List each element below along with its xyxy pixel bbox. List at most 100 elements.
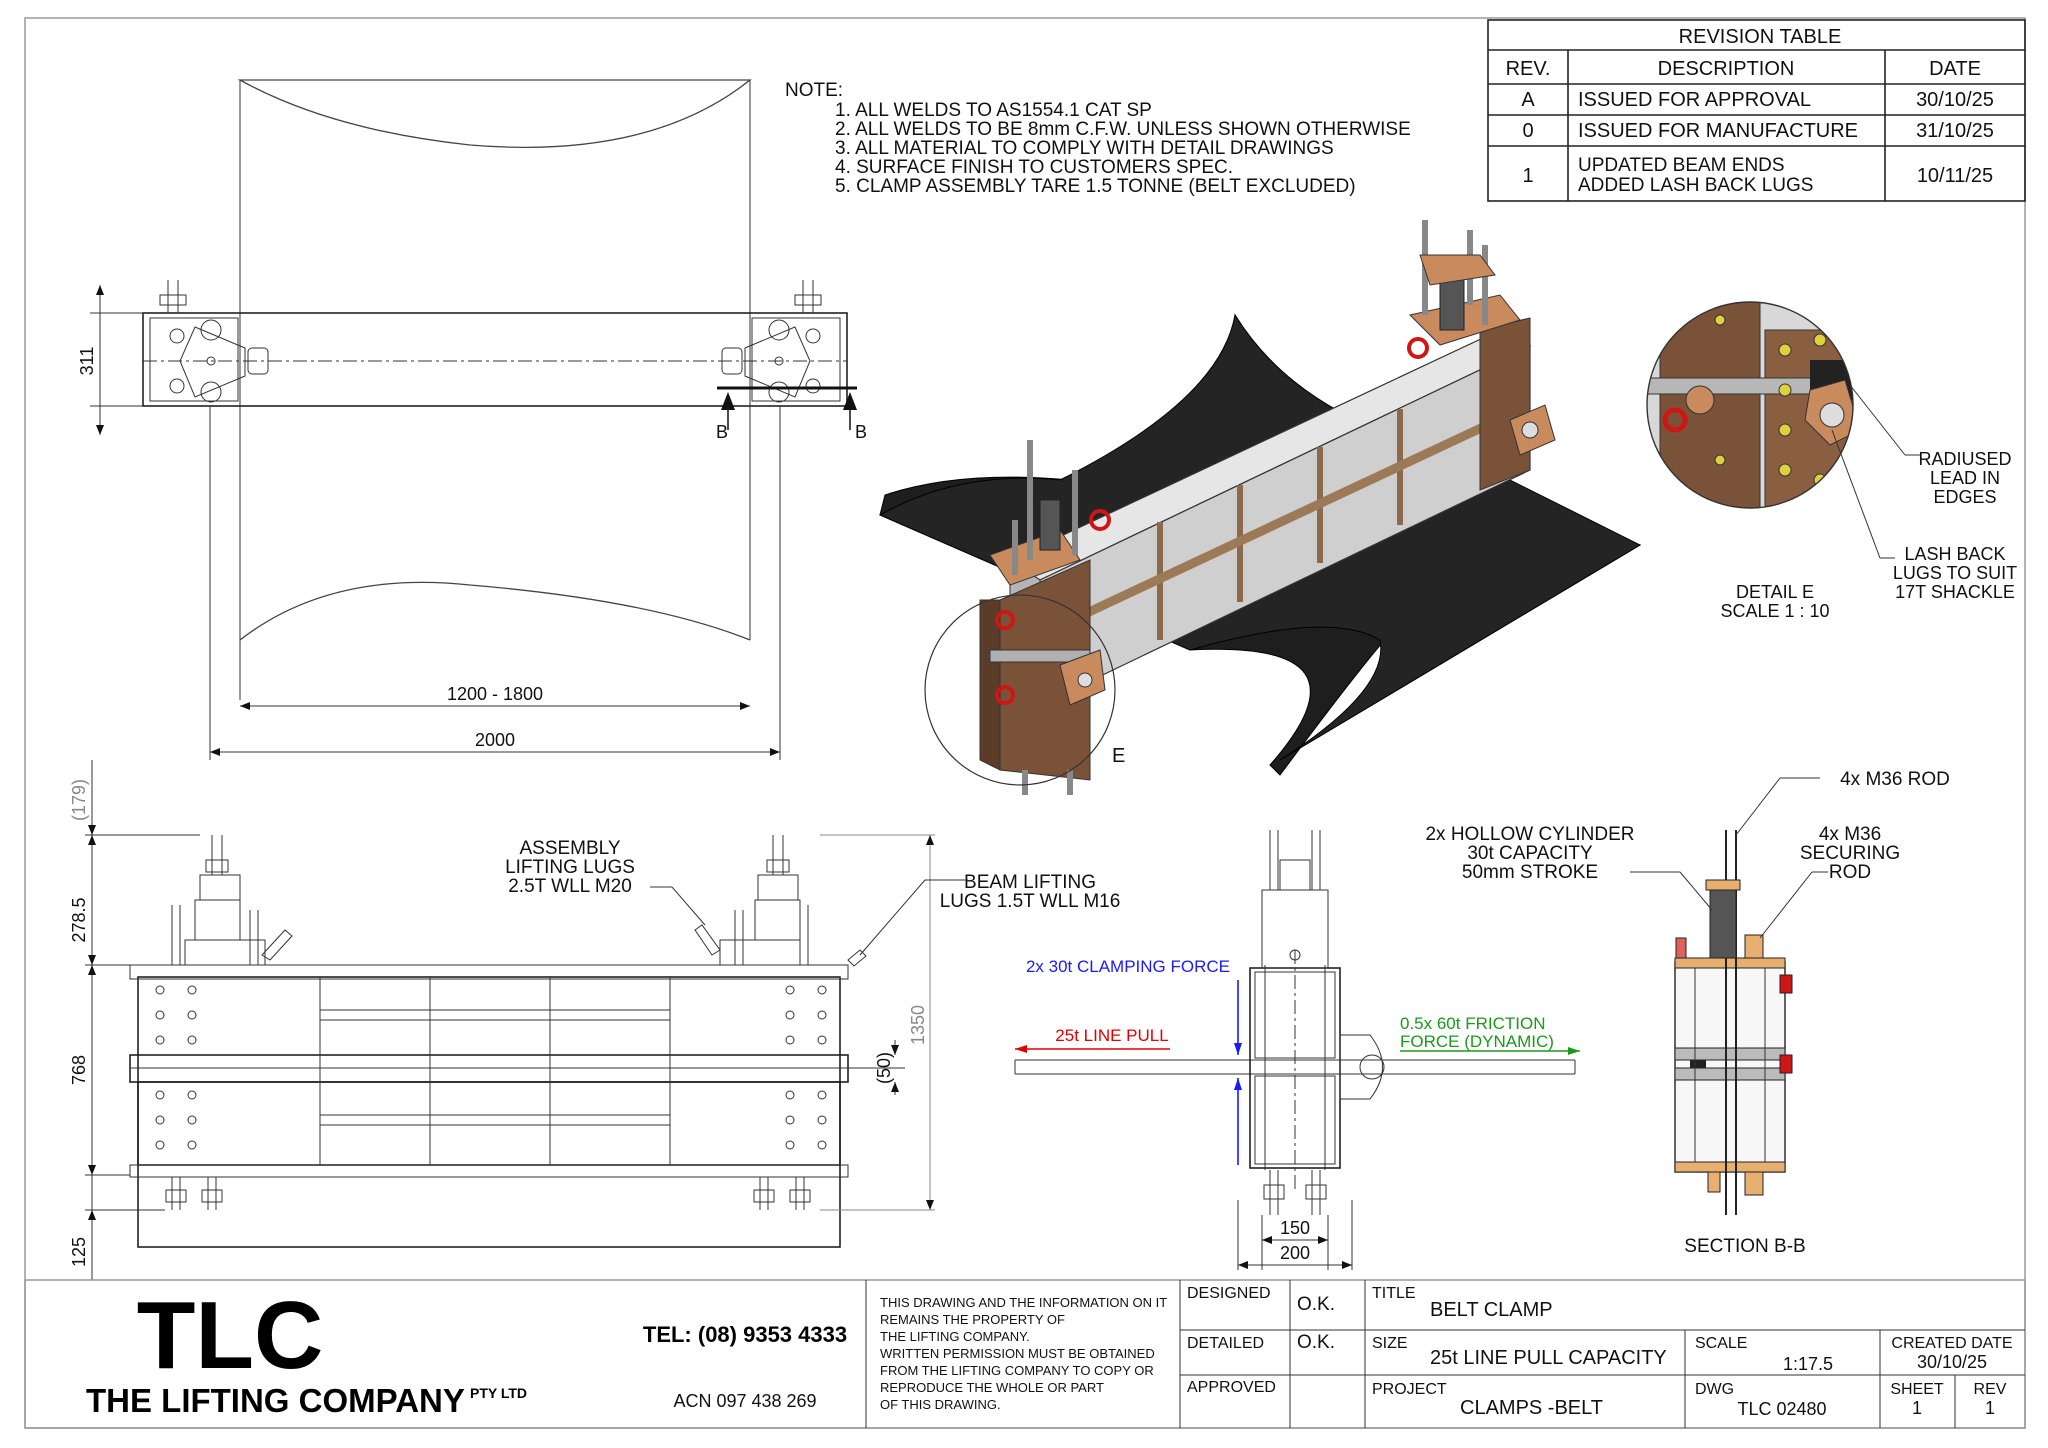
detailed-by: O.K.	[1297, 1332, 1335, 1353]
isometric-view: E	[878, 220, 1642, 795]
revision-table-title: REVISION TABLE	[1679, 26, 1842, 48]
callout-beam-lugs-1: BEAM LIFTING	[964, 872, 1096, 893]
clamp-beam-plan	[142, 312, 848, 407]
callout-assembly-lugs-2: LIFTING LUGS	[505, 857, 635, 878]
rev-1-date: 10/11/25	[1917, 165, 1993, 187]
company-name: THE LIFTING COMPANY	[86, 1382, 465, 1419]
section-mark-left: B	[716, 422, 728, 442]
detail-e-scale: SCALE 1 : 10	[1720, 601, 1829, 621]
disclaimer-7: OF THIS DRAWING.	[880, 1397, 1001, 1412]
label-clamping-force: 2x 30t CLAMPING FORCE	[1026, 957, 1230, 976]
label-line-pull: 25t LINE PULL	[1055, 1026, 1168, 1045]
belt-top-curve	[237, 79, 752, 149]
approved-label: APPROVED	[1187, 1379, 1276, 1396]
rev-label: REV	[1974, 1381, 2007, 1398]
callout-securing-1: 4x M36	[1819, 824, 1881, 845]
designed-label: DESIGNED	[1187, 1285, 1271, 1302]
dim-side-inner: 150	[1280, 1218, 1310, 1238]
notes-heading: NOTE:	[785, 80, 843, 101]
drawing-scale: 1:17.5	[1783, 1354, 1833, 1374]
title-block: TLC THE LIFTING COMPANY PTY LTD TEL: (08…	[24, 1279, 2026, 1429]
callout-cylinder-3: 50mm STROKE	[1462, 862, 1598, 883]
project-name: CLAMPS -BELT	[1460, 1397, 1603, 1419]
note-1: 1. ALL WELDS TO AS1554.1 CAT SP	[835, 100, 1152, 121]
date-header: DATE	[1929, 58, 1981, 80]
rev-0-desc: ISSUED FOR MANUFACTURE	[1578, 120, 1858, 142]
company-acn: ACN 097 438 269	[673, 1391, 816, 1411]
rev-1-desc-line1: UPDATED BEAM ENDS	[1578, 155, 1785, 176]
dim-upper: 278.5	[69, 897, 89, 942]
rev-0-date: 31/10/25	[1916, 120, 1994, 142]
disclaimer-1: THIS DRAWING AND THE INFORMATION ON IT	[880, 1295, 1167, 1310]
detail-e-callout-edges-1: RADIUSED	[1918, 449, 2011, 469]
notes-block: NOTE: 1. ALL WELDS TO AS1554.1 CAT SP 2.…	[785, 80, 1411, 197]
dim-beam-height: 311	[77, 347, 97, 376]
dim-bottom: 125	[69, 1237, 89, 1267]
section-bb-view: 4x M36 ROD 2x HOLLOW CYLINDER 30t CAPACI…	[1425, 769, 1949, 1257]
company-suffix: PTY LTD	[470, 1385, 527, 1401]
detail-e-callout-lugs-2: LUGS TO SUIT	[1893, 563, 2017, 583]
callout-cylinder-2: 30t CAPACITY	[1467, 843, 1593, 864]
rev-number: 1	[1985, 1398, 1995, 1418]
callout-assembly-lugs-3: 2.5T WLL M20	[508, 876, 632, 897]
callout-cylinder-1: 2x HOLLOW CYLINDER	[1425, 824, 1634, 845]
created-date: 30/10/25	[1917, 1352, 1987, 1372]
dim-overall-length: 2000	[475, 730, 515, 750]
note-4: 4. SURFACE FINISH TO CUSTOMERS SPEC.	[835, 157, 1233, 178]
detail-e-callout-lugs-1: LASH BACK	[1904, 544, 2005, 564]
section-mark-right: B	[855, 422, 867, 442]
title-label: TITLE	[1372, 1285, 1416, 1302]
note-2: 2. ALL WELDS TO BE 8mm C.F.W. UNLESS SHO…	[835, 119, 1411, 140]
dim-belt-thickness: (50)	[874, 1052, 894, 1084]
front-view: (179) 278.5 768 125 (50) 1350 ASSEMBLY L…	[69, 760, 1120, 1280]
designed-by: O.K.	[1297, 1294, 1335, 1315]
rev-1: 1	[1522, 165, 1533, 187]
size-label: SIZE	[1372, 1335, 1408, 1352]
detail-e-ref: E	[1112, 745, 1125, 767]
detail-e-marker	[924, 594, 1116, 786]
callout-securing-3: ROD	[1829, 862, 1871, 883]
scale-label: SCALE	[1695, 1335, 1747, 1352]
detail-e-view: RADIUSED LEAD IN EDGES LASH BACK LUGS TO…	[1646, 301, 2017, 621]
callout-beam-lugs-2: LUGS 1.5T WLL M16	[940, 891, 1121, 912]
dim-top-ref: (179)	[69, 779, 89, 821]
callout-m36-rod: 4x M36 ROD	[1840, 769, 1950, 790]
detail-e-callout-edges-2: LEAD IN	[1930, 468, 2000, 488]
sheet-number: 1	[1912, 1398, 1922, 1418]
disclaimer-5: FROM THE LIFTING COMPANY TO COPY OR	[880, 1363, 1154, 1378]
note-3: 3. ALL MATERIAL TO COMPLY WITH DETAIL DR…	[835, 138, 1334, 159]
dim-overall-height-ref: 1350	[908, 1005, 928, 1045]
company-phone: TEL: (08) 9353 4333	[643, 1322, 847, 1347]
detail-e-callout-lugs-3: 17T SHACKLE	[1895, 582, 2015, 602]
dim-main-height: 768	[69, 1055, 89, 1085]
dim-side-outer: 200	[1280, 1243, 1310, 1263]
detail-e-callout-edges-3: EDGES	[1933, 487, 1996, 507]
callout-assembly-lugs-1: ASSEMBLY	[519, 838, 620, 859]
rev-1-desc-line2: ADDED LASH BACK LUGS	[1578, 175, 1813, 196]
rev-0: 0	[1522, 120, 1533, 142]
created-label: CREATED DATE	[1891, 1335, 2012, 1352]
disclaimer-2: REMAINS THE PROPERTY OF	[880, 1312, 1065, 1327]
disclaimer-3: THE LIFTING COMPANY.	[880, 1329, 1030, 1344]
drawing-title: BELT CLAMP	[1430, 1299, 1553, 1321]
rev-a-date: 30/10/25	[1916, 89, 1994, 111]
drawing-number: TLC 02480	[1737, 1399, 1826, 1419]
company-logo: TLC	[137, 1282, 324, 1389]
detail-e-title: DETAIL E	[1736, 582, 1814, 602]
belt-bottom-curve	[239, 581, 751, 641]
description-header: DESCRIPTION	[1658, 58, 1795, 80]
sheet-label: SHEET	[1890, 1381, 1944, 1398]
project-label: PROJECT	[1372, 1381, 1447, 1398]
side-view: 2x 30t CLAMPING FORCE 25t LINE PULL 0.5x…	[1014, 830, 1580, 1270]
note-5: 5. CLAMP ASSEMBLY TARE 1.5 TONNE (BELT E…	[835, 176, 1356, 197]
detailed-label: DETAILED	[1187, 1335, 1264, 1352]
label-friction-1: 0.5x 60t FRICTION	[1400, 1014, 1545, 1033]
plan-view: B B 311 1200 - 1800 2000	[77, 79, 867, 760]
front-beam-upper	[137, 976, 841, 1166]
revision-table: REVISION TABLE REV. DESCRIPTION DATE A I…	[1487, 19, 2026, 202]
dwg-label: DWG	[1695, 1381, 1734, 1398]
rev-a-desc: ISSUED FOR APPROVAL	[1578, 89, 1811, 111]
section-bb-title: SECTION B-B	[1684, 1236, 1805, 1257]
disclaimer-4: WRITTEN PERMISSION MUST BE OBTAINED	[880, 1346, 1155, 1361]
